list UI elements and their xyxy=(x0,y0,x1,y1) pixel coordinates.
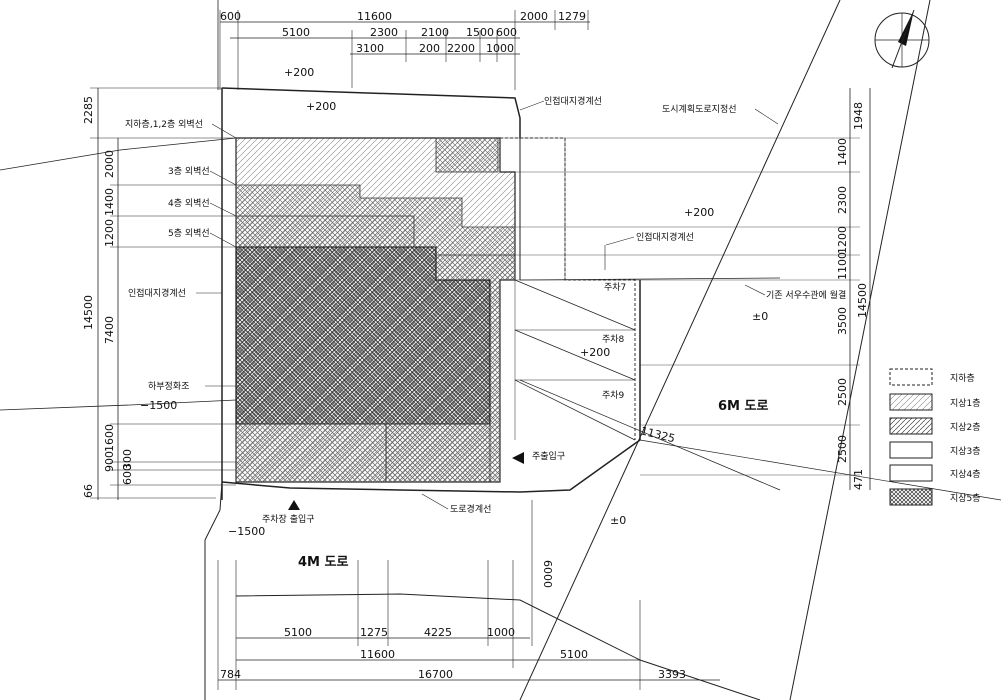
dim-left-66: 66 xyxy=(82,484,95,498)
bottom-dimensions: 5100 1275 4225 1000 11600 5100 784 16700… xyxy=(217,500,720,690)
top-dimensions: 600 11600 2000 1279 5100 2300 2100 1500 … xyxy=(219,10,590,90)
dim-bottom-6000: 6000 xyxy=(541,560,554,588)
dim-right-2500a: 2500 xyxy=(836,378,849,406)
legend-swatch-0 xyxy=(889,368,933,386)
level-bottom-left: −1500 xyxy=(228,525,265,538)
dim-bottom-16700: 16700 xyxy=(418,668,453,681)
dim-left-2000: 2000 xyxy=(103,150,116,178)
dim-left-1200: 1200 xyxy=(103,219,116,247)
building-footprint xyxy=(235,137,636,483)
dim-bottom-1000: 1000 xyxy=(487,626,515,639)
level-top-left: +200 xyxy=(284,66,314,79)
dim-left-600: 600 xyxy=(121,464,134,485)
dim-top-5100: 5100 xyxy=(282,26,310,39)
legend-swatch-1 xyxy=(889,393,933,411)
dim-left-2285: 2285 xyxy=(82,96,95,124)
level-court: +200 xyxy=(580,346,610,359)
dim-top-3100: 3100 xyxy=(356,42,384,55)
label-city-plan: 도시계획도로지정선 xyxy=(662,103,737,115)
dim-top-1279: 1279 xyxy=(558,10,586,23)
dim-top-200: 200 xyxy=(419,42,440,55)
road-lines xyxy=(204,0,1001,700)
dim-bottom-784: 784 xyxy=(220,668,241,681)
annotations: 지하층,1,2층 외벽선 3층 외벽선 4층 외벽선 5층 외벽선 인접대지경계… xyxy=(125,95,846,525)
level-marks: +200 +200 +200 ±0 +200 −1500 −1500 ±0 xyxy=(140,66,768,538)
label-parking8: 주차8 xyxy=(602,333,625,345)
label-sewer: 기존 서우수관에 월결 xyxy=(766,289,846,301)
dim-top-600b: 600 xyxy=(496,26,517,39)
label-floor3: 3층 외벽선 xyxy=(168,165,210,177)
level-bottom-mid: ±0 xyxy=(610,514,626,527)
dim-top-2200: 2200 xyxy=(447,42,475,55)
dim-bottom-5100: 5100 xyxy=(284,626,312,639)
level-top-inner: +200 xyxy=(306,100,336,113)
label-lower-court: 하부정화조 xyxy=(148,381,189,392)
legend-label-1: 지상1층 xyxy=(950,398,981,409)
dim-bottom-3393: 3393 xyxy=(658,668,686,681)
dim-bottom-4225: 4225 xyxy=(424,626,452,639)
parking-entry-arrow-icon xyxy=(288,500,300,510)
label-road-boundary: 도로경계선 xyxy=(450,503,491,515)
label-parking-entry: 주차장 출입구 xyxy=(262,513,315,525)
dim-right-3500: 3500 xyxy=(836,307,849,335)
dim-right-471: 471 xyxy=(852,469,865,490)
road-east: 6M 도로 xyxy=(718,399,768,414)
dim-top-2100: 2100 xyxy=(421,26,449,39)
main-entry-arrow-icon xyxy=(512,452,524,464)
dim-left-1600: 1600 xyxy=(103,424,116,452)
dim-bottom-5100b: 5100 xyxy=(560,648,588,661)
north-arrow-icon xyxy=(874,9,930,69)
dim-top-1000: 1000 xyxy=(486,42,514,55)
dim-left-7400: 7400 xyxy=(103,316,116,344)
road-south: 4M 도로 xyxy=(298,555,348,570)
label-floor4: 4층 외벽선 xyxy=(168,197,210,209)
dim-right-1100: 1100 xyxy=(836,252,849,280)
legend-swatch-2 xyxy=(889,417,933,435)
dim-bottom-11600: 11600 xyxy=(360,648,395,661)
level-right-mid: +200 xyxy=(684,206,714,219)
legend-label-4: 지상4층 xyxy=(950,469,981,480)
dim-top-1500: 1500 xyxy=(466,26,494,39)
level-left-low: −1500 xyxy=(140,399,177,412)
level-right-low: ±0 xyxy=(752,310,768,323)
legend-label-5: 지상5층 xyxy=(950,493,981,504)
legend: 지하층 지상1층 지상2층 지상3층 지상4층 지상5층 xyxy=(889,368,981,506)
dim-left-300: 300 xyxy=(121,449,134,470)
legend-swatch-4 xyxy=(889,464,933,482)
dim-top-600: 600 xyxy=(220,10,241,23)
dim-left-900: 900 xyxy=(103,451,116,472)
label-floor5: 5층 외벽선 xyxy=(168,227,210,239)
right-dimensions: 1948 1400 2300 1200 1100 3500 2500 2500 … xyxy=(500,88,871,490)
dim-diag-11325: 11325 xyxy=(639,424,676,445)
left-dimensions: 2285 14500 66 2000 1400 1200 7400 1600 9… xyxy=(82,87,236,500)
legend-label-3: 지상3층 xyxy=(950,446,981,457)
dim-bottom-1275: 1275 xyxy=(360,626,388,639)
label-main-entry: 주출입구 xyxy=(532,450,565,462)
label-adj-top: 인접대지경계선 xyxy=(544,95,602,107)
dim-left-1400: 1400 xyxy=(103,188,116,216)
label-parking7: 주차7 xyxy=(604,281,626,293)
dim-left-14500: 14500 xyxy=(82,295,95,330)
legend-swatch-5 xyxy=(889,488,933,506)
dim-top-2300: 2300 xyxy=(370,26,398,39)
dim-right-1200: 1200 xyxy=(836,226,849,254)
legend-swatch-3 xyxy=(889,441,933,459)
dim-top-11600: 11600 xyxy=(357,10,392,23)
dim-right-14500: 14500 xyxy=(856,283,869,318)
label-floor12: 지하층,1,2층 외벽선 xyxy=(125,118,203,130)
label-parking9: 주차9 xyxy=(602,389,625,401)
legend-label-2: 지상2층 xyxy=(950,422,981,433)
label-adj-mid: 인접대지경계선 xyxy=(636,231,694,243)
dim-top-2000: 2000 xyxy=(520,10,548,23)
dim-right-1948: 1948 xyxy=(852,102,865,130)
dim-right-1400: 1400 xyxy=(836,138,849,166)
label-adj-left: 인접대지경계선 xyxy=(128,287,186,299)
legend-label-0: 지하층 xyxy=(950,373,975,384)
dim-right-2300: 2300 xyxy=(836,186,849,214)
